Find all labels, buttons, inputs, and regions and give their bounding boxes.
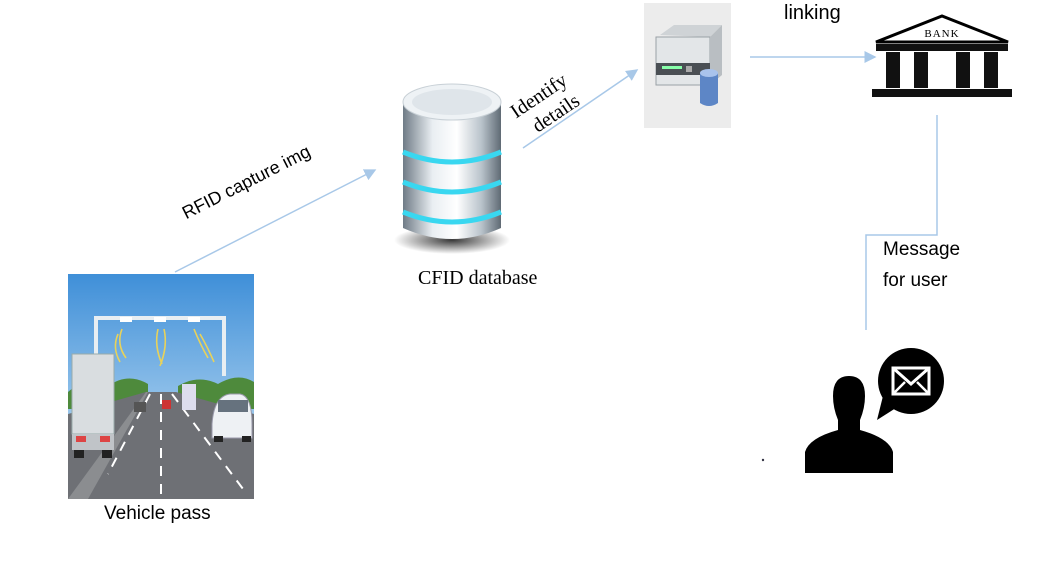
for-user-line: for user [883,270,948,291]
linking-label: linking [784,2,841,24]
message-for-user-label: Message for user [883,234,960,296]
bank-label: BANK [924,28,959,40]
identify-arrow [522,69,639,149]
database-icon [394,83,510,254]
user-message-icon [805,348,944,473]
vehicle-pass-image [68,274,254,499]
cfid-database-label: CFID database [418,267,538,289]
rfid-arrow [174,169,377,273]
message-line: Message [883,239,961,260]
message-connector [865,115,938,330]
vehicle-pass-label: Vehicle pass [104,503,211,524]
bank-icon: BANK [872,14,1012,97]
server-icon [644,3,731,128]
stray-dot [761,458,765,462]
